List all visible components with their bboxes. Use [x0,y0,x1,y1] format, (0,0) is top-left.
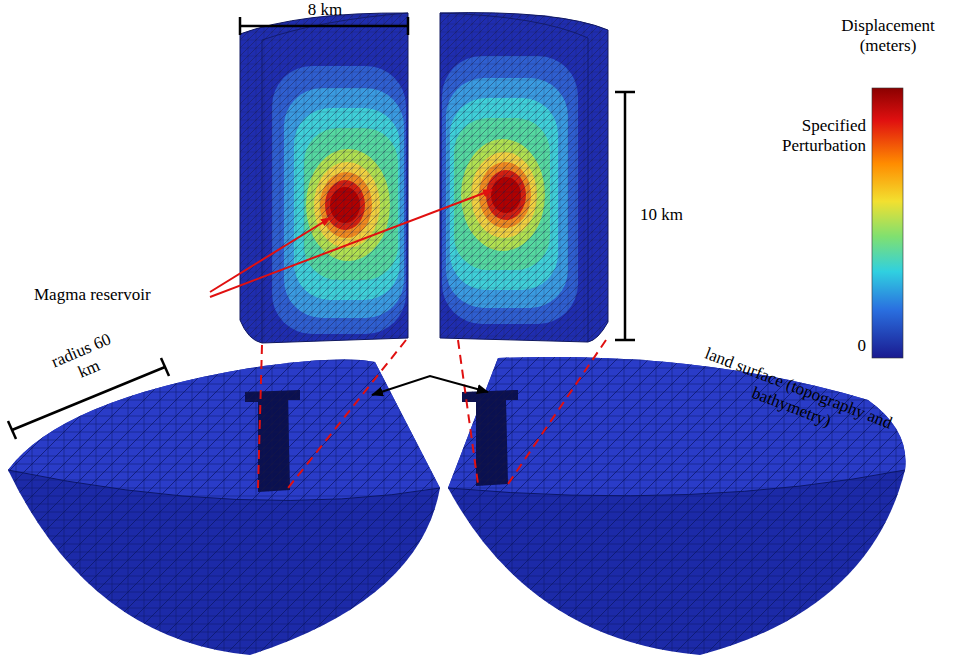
comparison-arrow [372,376,488,395]
pointer-arrows [210,190,492,297]
colorbar-title: Displacement (meters) [828,16,948,55]
scale-bars [8,17,635,439]
scale-label: 10 km [640,205,700,225]
hemisphere-mesh [8,360,440,655]
scale-label: radius 60 km [41,326,130,393]
scale-label: 8 km [280,0,370,20]
zoom-lines [258,340,606,488]
colorbar-tick: Specified Perturbation [762,116,866,155]
color-bar [872,88,903,358]
reservoir-block [430,0,620,350]
colorbar-tick: 0 [846,336,866,356]
callout-label: Magma reservoir [34,285,214,305]
reservoir-block [230,0,420,350]
